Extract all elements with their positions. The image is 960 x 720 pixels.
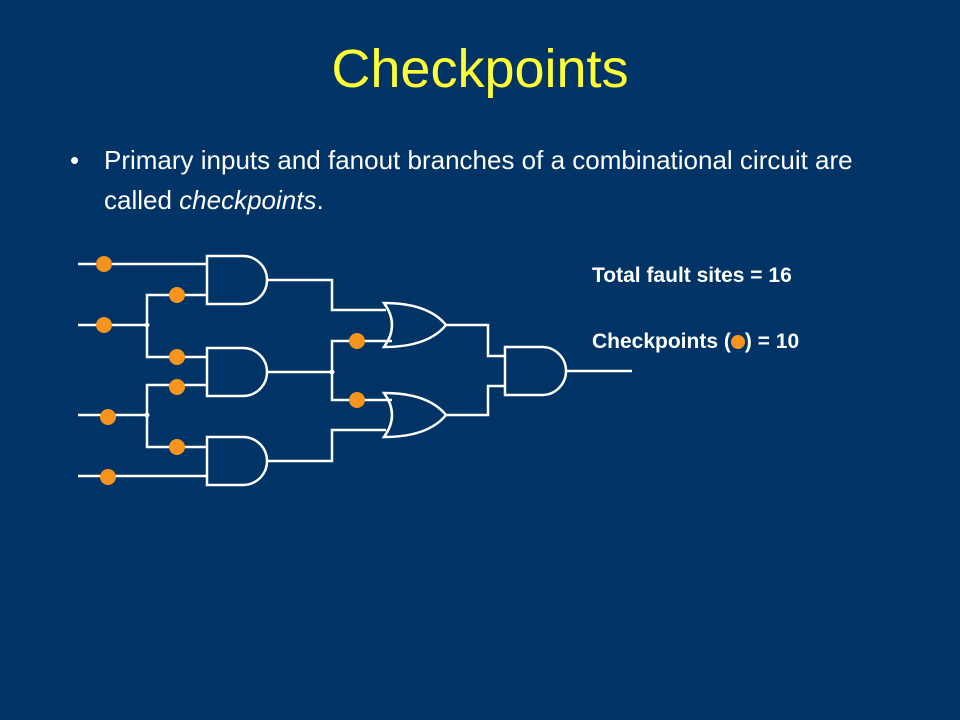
and-gate-4 xyxy=(503,345,568,397)
or2-output-wire xyxy=(446,384,505,417)
bullet-text-emphasis: checkpoints xyxy=(179,185,317,215)
bullet-icon: • xyxy=(70,145,80,175)
slide-title: Checkpoints xyxy=(331,39,629,99)
and1-output-wire xyxy=(268,278,386,312)
checkpoint-marker xyxy=(169,379,185,395)
checkpoints-stat: Checkpoints ( ) = 10 xyxy=(592,330,799,354)
checkpoint-marker xyxy=(349,392,365,408)
checkpoint-legend-icon xyxy=(730,335,745,349)
fanout-branch-1a xyxy=(145,293,207,325)
checkpoints xyxy=(96,256,365,485)
bullet-text-main: Primary inputs and fanout branches of a … xyxy=(104,145,853,215)
checkpoint-marker xyxy=(349,333,365,349)
wires xyxy=(78,262,632,478)
checkpoint-marker xyxy=(100,469,116,485)
bullet-text: Primary inputs and fanout branches of a … xyxy=(104,140,910,220)
and-gate-3 xyxy=(205,435,269,487)
fanout-branch-1b xyxy=(145,325,207,359)
gates xyxy=(205,254,568,487)
fault-sites-stat: Total fault sites = 16 xyxy=(592,264,792,287)
junction-dot xyxy=(329,369,335,375)
checkpoint-marker xyxy=(100,409,116,425)
checkpoints-stat-prefix: Checkpoints ( xyxy=(592,330,731,353)
bullet-text-end: . xyxy=(316,185,324,215)
checkpoint-marker xyxy=(169,349,185,365)
and-gate-1 xyxy=(205,254,269,306)
and-gate-2 xyxy=(205,346,269,398)
fanout-branch-2a xyxy=(145,383,207,415)
checkpoint-marker xyxy=(96,256,112,272)
fanout-branch-3b xyxy=(330,372,392,402)
junction-dot xyxy=(144,322,150,328)
and3-output-wire xyxy=(268,428,386,463)
or-gate-1 xyxy=(381,301,448,349)
junctions xyxy=(144,322,335,418)
junction-dot xyxy=(144,412,150,418)
or-gate-2 xyxy=(381,391,448,439)
checkpoint-marker xyxy=(169,439,185,455)
fanout-branch-2b xyxy=(145,415,207,449)
bullet-item: • Primary inputs and fanout branches of … xyxy=(70,140,910,220)
or1-output-wire xyxy=(446,323,505,358)
fanout-branch-3a xyxy=(330,339,392,372)
checkpoint-marker xyxy=(96,317,112,333)
checkpoints-stat-suffix: ) = 10 xyxy=(744,330,800,353)
checkpoint-marker xyxy=(169,287,185,303)
